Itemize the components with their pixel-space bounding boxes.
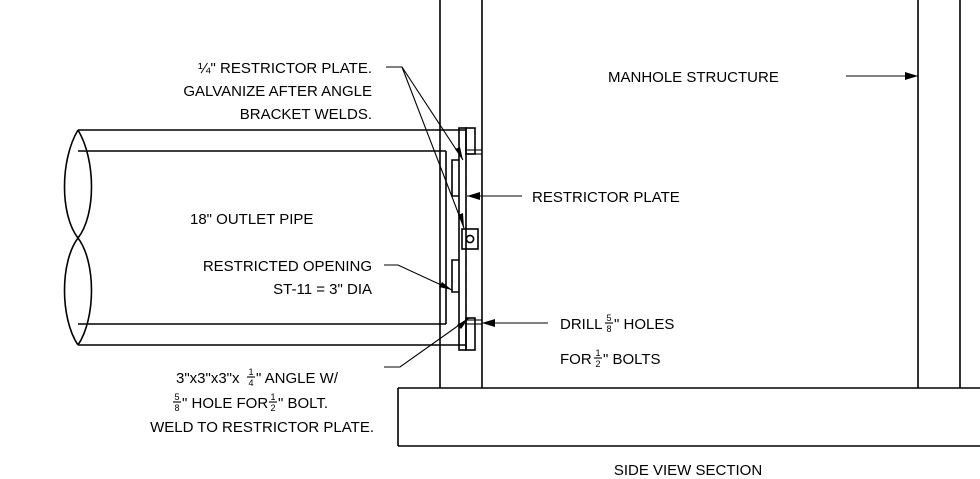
bolt-box	[461, 228, 479, 250]
bottom-angle-bracket	[465, 317, 476, 351]
angle-note-line1-frac-num: 1	[248, 367, 253, 377]
angle-note-line2-frac2-den: 2	[270, 403, 275, 413]
drill-holes-line2-pre: FOR	[560, 351, 592, 368]
angle-note-line2-frac1-den: 8	[174, 403, 179, 413]
leader-restrictor-plate-arrow	[467, 192, 480, 200]
angle-note-line2-frac1-num: 5	[174, 392, 179, 402]
outlet-pipe-label: 18" OUTLET PIPE	[190, 211, 313, 228]
restrictor-plate-note-line1: ¼" RESTRICTOR PLATE.	[198, 60, 372, 77]
manhole-structure-label: MANHOLE STRUCTURE	[608, 69, 779, 86]
manhole-structure	[439, 0, 961, 388]
leader-angle-note	[384, 317, 470, 368]
leader-plate-note-1-arrow	[455, 147, 463, 160]
leader-drill-holes-arrow	[482, 319, 495, 327]
base-slab	[397, 387, 980, 447]
leader-lines	[384, 66, 918, 368]
restricted-opening-lower-step	[451, 259, 459, 293]
angle-note-line2-post: " BOLT.	[278, 395, 328, 412]
restrictor-plate-note-line3: BRACKET WELDS.	[240, 106, 372, 123]
pipe-break-line-inner	[63, 129, 93, 346]
restrictor-plate-note-line2: GALVANIZE AFTER ANGLE	[183, 83, 372, 100]
drill-holes-line2-frac-num: 1	[595, 348, 600, 358]
leader-plate-note-1	[386, 66, 464, 161]
leader-angle-note-arrow	[457, 318, 469, 329]
leader-manhole-structure-arrow	[905, 72, 918, 80]
drill-holes-line1-pre: DRILL	[560, 316, 603, 333]
view-title: SIDE VIEW SECTION	[614, 462, 762, 479]
angle-note-line2-mid: " HOLE FOR	[182, 395, 268, 412]
leader-plate-note-2	[401, 66, 465, 229]
drill-holes-line1-frac-num: 5	[606, 313, 611, 323]
bolt-hole	[465, 234, 475, 244]
angle-note-line3: WELD TO RESTRICTOR PLATE.	[150, 419, 374, 436]
angle-note-line2-frac2-num: 1	[270, 392, 275, 402]
drill-holes-line2-post: " BOLTS	[603, 351, 661, 368]
drill-holes-line1-frac-den: 8	[606, 324, 611, 334]
outlet-pipe	[63, 129, 466, 346]
angle-note-line1-post: " ANGLE W/	[256, 370, 339, 387]
leader-restricted-opening-arrow	[439, 282, 452, 290]
restrictor-plate-assembly	[451, 127, 482, 351]
drill-holes-line2-frac-den: 2	[595, 359, 600, 369]
restricted-opening-line2: ST-11 = 3" DIA	[273, 281, 372, 298]
restrictor-plate-label: RESTRICTOR PLATE	[532, 189, 680, 206]
restricted-opening-line1: RESTRICTED OPENING	[203, 258, 372, 275]
angle-note-line1-frac-den: 4	[248, 378, 253, 388]
drill-holes-line1-post: " HOLES	[614, 316, 674, 333]
leader-plate-note-2-arrow	[458, 213, 464, 228]
leader-restricted-opening	[384, 264, 453, 291]
text-labels: ¼" RESTRICTOR PLATE. GALVANIZE AFTER ANG…	[150, 60, 779, 479]
restricted-opening-upper-step	[451, 159, 459, 197]
angle-note-line1-pre: 3"x3"x3"x	[176, 370, 240, 387]
